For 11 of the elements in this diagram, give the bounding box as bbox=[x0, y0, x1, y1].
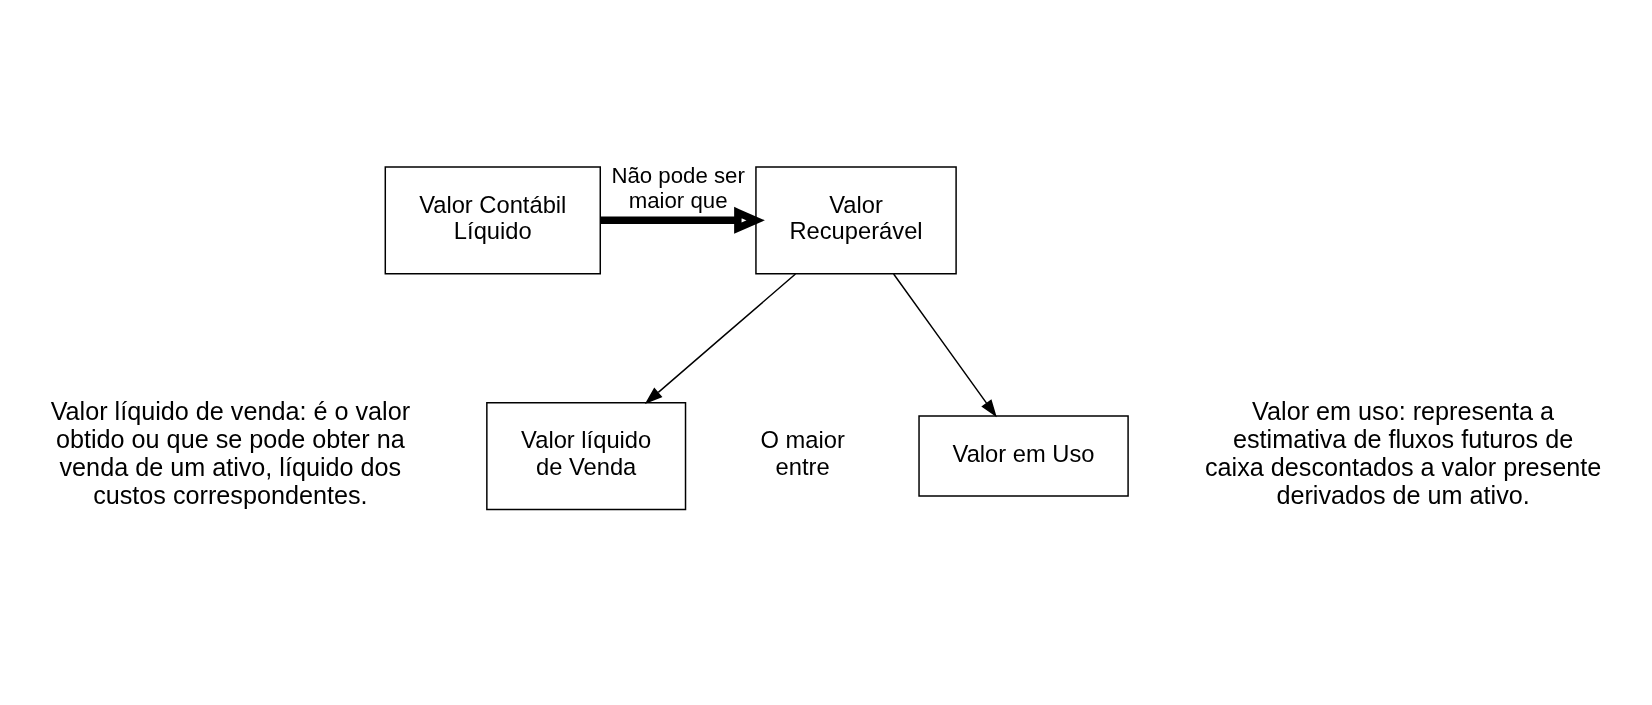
arrow bbox=[600, 206, 765, 234]
node-box: Valor líquido de Venda bbox=[486, 401, 687, 510]
edge-label: Não pode ser maior que bbox=[611, 162, 745, 213]
arrow bbox=[892, 272, 997, 417]
node-box: Valor em Uso bbox=[918, 414, 1129, 497]
node-box: Valor Recuperável bbox=[755, 165, 957, 274]
label: O maior entre bbox=[760, 426, 845, 480]
arrow bbox=[644, 272, 797, 404]
node-label: Valor líquido de venda: é o valor obtido ou que se pode obter na venda de um ativo, líquido dos custos correspondentes. bbox=[50, 396, 411, 509]
node-box: Valor Contábil Líquido bbox=[384, 165, 601, 274]
node-label: Valor em uso: representa a estimativa de fluxos futuros de caixa descontados a valor presente derivados de um ativo. bbox=[1204, 396, 1602, 509]
